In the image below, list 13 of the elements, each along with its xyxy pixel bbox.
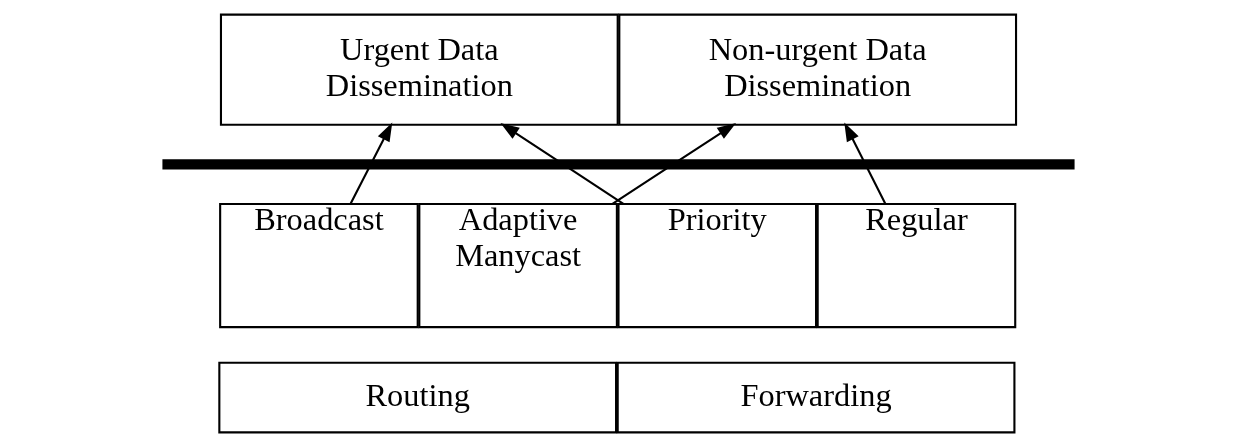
arrow xyxy=(500,123,624,205)
node-box: Adaptive Manycast xyxy=(418,203,618,329)
node-box: Non-urgent Data Dissemination xyxy=(618,13,1018,126)
arrow xyxy=(349,122,393,205)
node-bar xyxy=(162,159,1075,170)
node-box: Routing xyxy=(218,361,618,434)
node-box: Urgent Data Dissemination xyxy=(219,13,619,126)
node-box: Forwarding xyxy=(616,361,1016,434)
node-box: Regular xyxy=(816,203,1017,329)
node-box: Priority xyxy=(617,203,818,329)
arrow xyxy=(611,123,737,205)
node-box: Broadcast xyxy=(219,203,419,329)
arrow xyxy=(844,122,887,205)
